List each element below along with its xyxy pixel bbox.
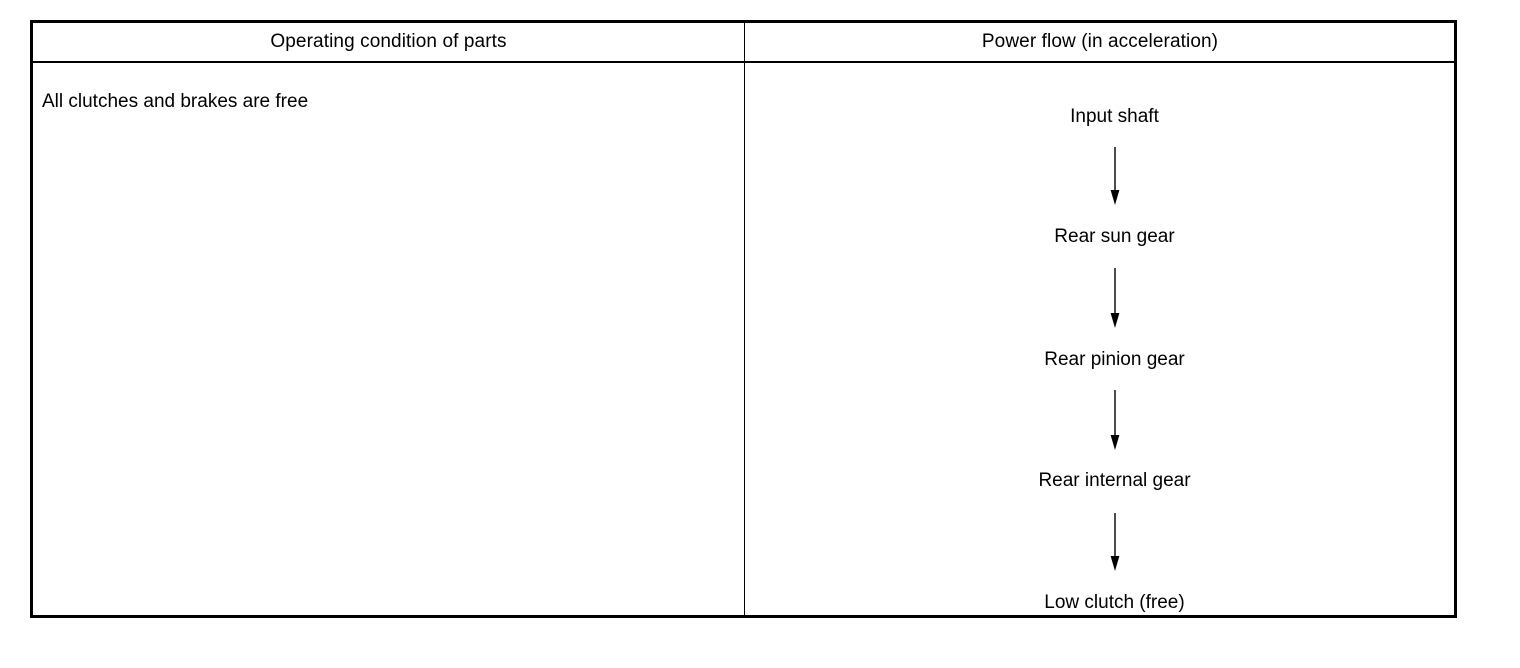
flow-node-input-shaft: Input shaft	[1070, 106, 1159, 127]
table-header-row: Operating condition of parts Power flow …	[33, 23, 1454, 63]
flow-node-rear-pinion-gear: Rear pinion gear	[1044, 349, 1185, 370]
flow-arrow-down-icon-3	[1108, 390, 1122, 450]
cell-power-flow: Input shaft Rear sun gear	[745, 63, 1454, 615]
flow-node-rear-sun-gear: Rear sun gear	[1054, 226, 1175, 247]
cell-operating-condition: All clutches and brakes are free	[33, 63, 744, 615]
flow-arrow-down-icon-2	[1108, 268, 1122, 328]
column-divider	[744, 23, 745, 615]
flow-arrow-down-icon-4	[1108, 513, 1122, 571]
power-flow-diagram: Input shaft Rear sun gear	[745, 107, 1454, 612]
flow-node-low-clutch-free: Low clutch (free)	[1044, 592, 1185, 613]
flow-node-rear-internal-gear: Rear internal gear	[1038, 470, 1191, 491]
operating-condition-text: All clutches and brakes are free	[42, 91, 309, 112]
flow-arrow-down-icon-1	[1108, 147, 1122, 205]
column-header-power-flow: Power flow (in acceleration)	[981, 31, 1219, 52]
power-flow-table: Operating condition of parts Power flow …	[30, 20, 1457, 618]
column-header-operating-condition: Operating condition of parts	[270, 31, 507, 52]
